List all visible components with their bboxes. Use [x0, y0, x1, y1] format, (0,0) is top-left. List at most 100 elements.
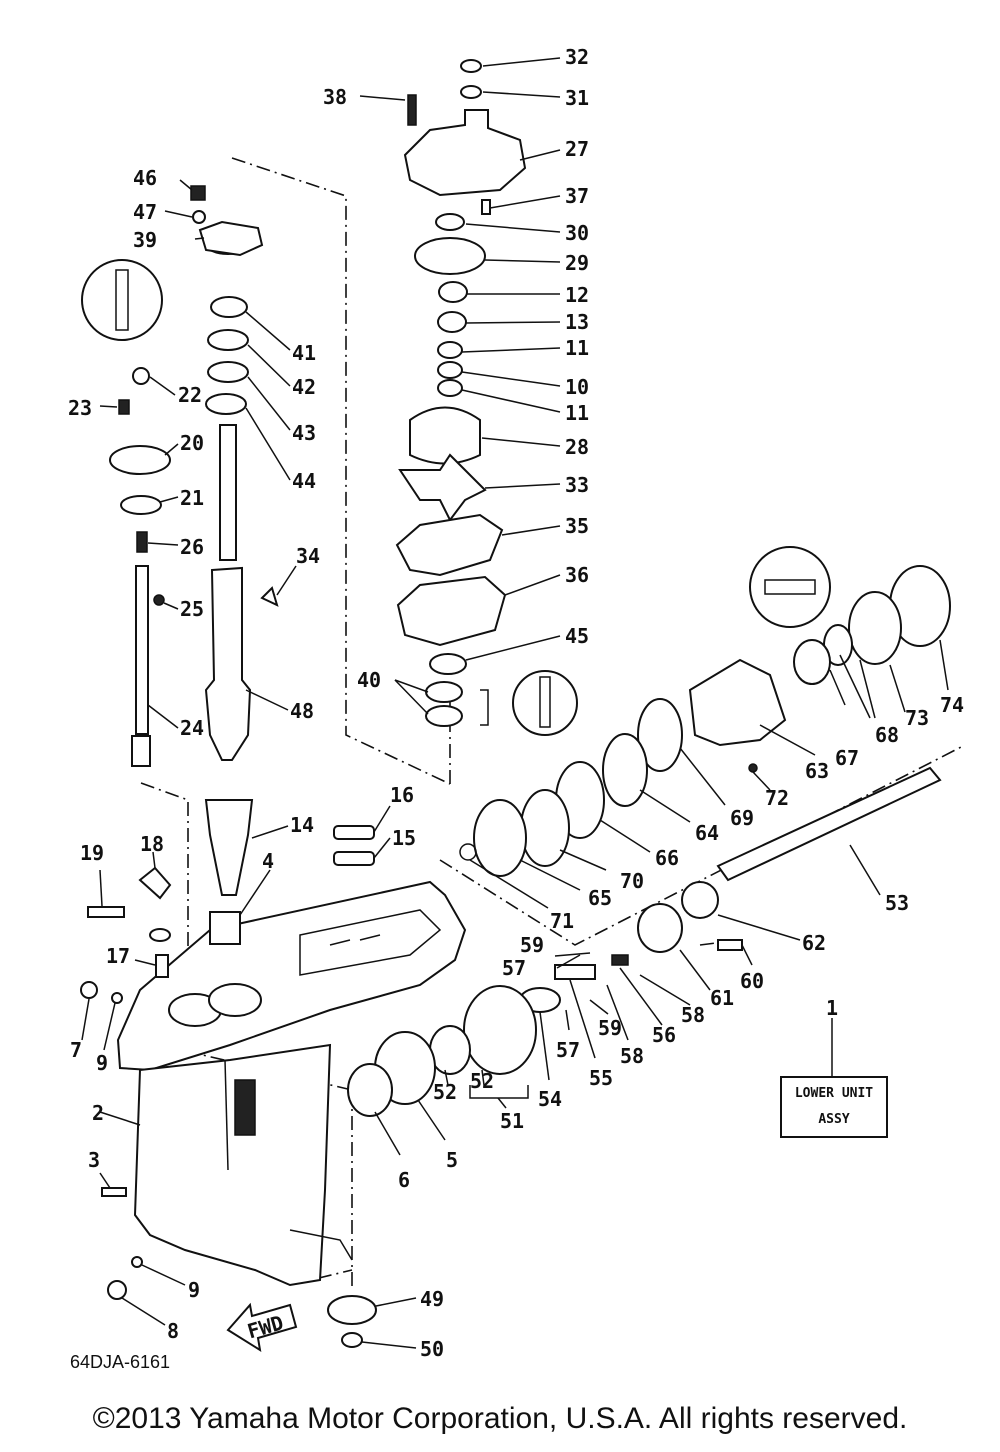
- sleeve-14: [204, 799, 254, 896]
- callout-15: 15: [392, 826, 416, 850]
- detail-circle-prop: [749, 546, 831, 628]
- callout-64: 64: [695, 821, 719, 845]
- dog-clutch-61: [637, 903, 683, 953]
- seal-13: [437, 311, 467, 333]
- callout-66: 66: [655, 846, 679, 870]
- pump-housing-27: [403, 109, 527, 197]
- casing-vent-grille: [234, 1079, 256, 1136]
- grommet-32: [460, 59, 482, 73]
- callout-11a: 11: [565, 336, 589, 360]
- callout-18: 18: [140, 832, 164, 856]
- callout-9a: 9: [96, 1051, 108, 1075]
- shift-rod-assembly: [81, 259, 171, 767]
- gasket-36: [396, 575, 507, 647]
- callout-61: 61: [710, 986, 734, 1010]
- washer-42: [207, 329, 249, 351]
- callout-23: 23: [68, 396, 92, 420]
- oil-seal-40b: [425, 705, 463, 727]
- callout-63: 63: [805, 759, 829, 783]
- callout-70: 70: [620, 869, 644, 893]
- callout-27: 27: [565, 137, 589, 161]
- plate-73: [848, 591, 902, 665]
- callout-1: 1: [826, 996, 838, 1020]
- callout-60: 60: [740, 969, 764, 993]
- callout-25: 25: [180, 597, 204, 621]
- callout-67: 67: [835, 746, 859, 770]
- propeller-shaft-53: [716, 766, 942, 882]
- plug-7: [80, 981, 98, 999]
- callout-17: 17: [106, 944, 130, 968]
- callout-5: 5: [446, 1148, 458, 1172]
- callout-26: 26: [180, 535, 204, 559]
- bushing-22: [132, 367, 150, 385]
- callout-2: 2: [92, 1101, 104, 1125]
- callout-42: 42: [292, 375, 316, 399]
- callout-53: 53: [885, 891, 909, 915]
- callout-35: 35: [565, 514, 589, 538]
- gasket-9a: [111, 992, 123, 1004]
- outer-plate-35: [395, 513, 504, 577]
- drawing-code: 64DJA-6161: [70, 1352, 171, 1372]
- bearing-52: [429, 1025, 471, 1075]
- callout-55: 55: [589, 1066, 613, 1090]
- callouts: 32 31 38 27 37 30 29 12 13 11 10 11 28 3…: [68, 45, 964, 1361]
- pinion-gear-49: [327, 1295, 377, 1325]
- callout-13: 13: [565, 310, 589, 334]
- washer-47: [192, 210, 206, 224]
- callout-21: 21: [180, 486, 204, 510]
- callout-56: 56: [652, 1023, 676, 1047]
- shift-rod-end: [131, 735, 151, 767]
- callout-10: 10: [565, 375, 589, 399]
- callout-72: 72: [765, 786, 789, 810]
- callout-6: 6: [398, 1168, 410, 1192]
- gasket-29: [414, 237, 486, 275]
- callout-48: 48: [290, 699, 314, 723]
- callout-62: 62: [802, 931, 826, 955]
- shift-rod-lever-20: [109, 445, 171, 475]
- bearing-67: [793, 639, 831, 685]
- propeller-shaft-assembly: [327, 546, 951, 1348]
- callout-51: 51: [500, 1109, 524, 1133]
- washer-11a: [437, 341, 463, 359]
- bearing-64: [602, 733, 648, 807]
- callout-12: 12: [565, 283, 589, 307]
- bushing-4: [209, 911, 241, 945]
- callout-40: 40: [357, 668, 381, 692]
- bolt-46: [190, 185, 206, 201]
- assy-box-line1: LOWER UNIT: [794, 1086, 874, 1101]
- callout-28: 28: [565, 435, 589, 459]
- detail-circle-seal: [512, 670, 578, 736]
- key-72: [748, 763, 758, 773]
- drive-shaft-48: [204, 566, 252, 761]
- lower-casing: [116, 880, 467, 1287]
- callout-46: 46: [133, 166, 157, 190]
- callout-33: 33: [565, 473, 589, 497]
- o-ring-21: [120, 495, 162, 515]
- spring-26: [136, 531, 148, 553]
- washer-10: [437, 361, 463, 379]
- fwd-arrow: FWD: [226, 1302, 298, 1353]
- forward-gear-51: [463, 985, 537, 1075]
- callout-37: 37: [565, 184, 589, 208]
- callout-22: 22: [178, 383, 202, 407]
- callout-57b: 57: [556, 1038, 580, 1062]
- callout-41: 41: [292, 341, 316, 365]
- misc-fasteners: [80, 866, 172, 1300]
- impeller-housing-28: [409, 406, 481, 465]
- callout-34: 34: [296, 544, 320, 568]
- callout-58a: 58: [681, 1003, 705, 1027]
- callout-58b: 58: [620, 1044, 644, 1068]
- plug-8: [107, 1280, 127, 1300]
- bolt-17: [155, 954, 169, 978]
- callout-43: 43: [292, 421, 316, 445]
- callout-47: 47: [133, 200, 157, 224]
- bolt-38: [407, 94, 417, 126]
- callout-59b: 59: [598, 1016, 622, 1040]
- callout-14: 14: [290, 813, 314, 837]
- callout-11b: 11: [565, 401, 589, 425]
- assy-box-line2: ASSY: [818, 1112, 850, 1127]
- drive-shaft-upper: [219, 424, 237, 561]
- screw-23: [118, 399, 130, 415]
- callout-38: 38: [323, 85, 347, 109]
